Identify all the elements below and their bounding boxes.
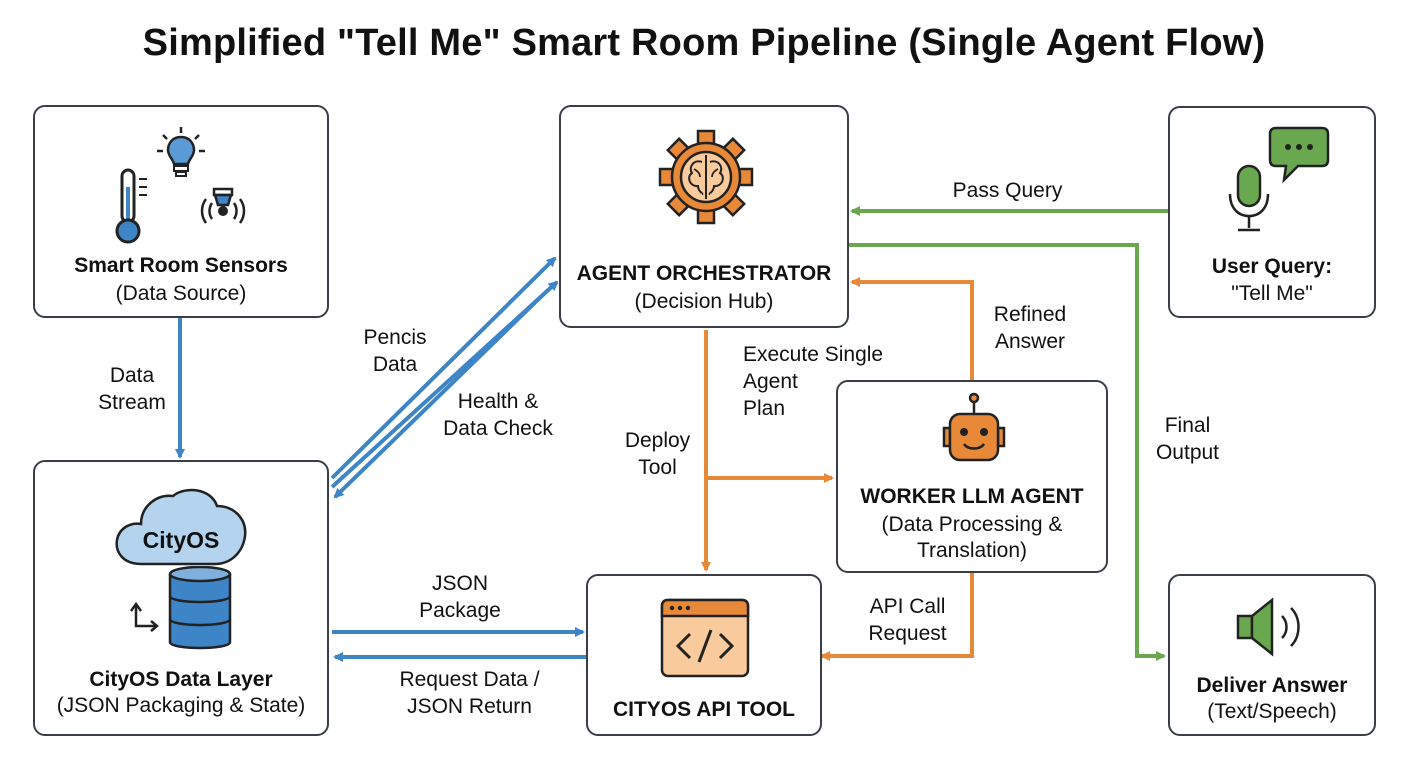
database-icon <box>130 566 232 650</box>
data-layer-title: CityOS Data Layer <box>89 668 273 691</box>
orchestrator-title: AGENT ORCHESTRATOR <box>576 262 832 285</box>
label-health-check: Health &Data Check <box>443 390 553 440</box>
thermometer-icon <box>115 168 147 244</box>
gear-brain-icon <box>658 129 754 225</box>
worker-subtitle-line2: Translation) <box>916 539 1028 562</box>
sensors-subtitle: (Data Source) <box>115 282 247 305</box>
deliver-subtitle: (Text/Speech) <box>1207 700 1337 723</box>
edge-api-call <box>820 573 974 661</box>
lightbulb-icon <box>157 127 205 177</box>
chat-bubble-icon <box>1268 126 1330 184</box>
robot-icon <box>942 392 1006 462</box>
orchestrator-subtitle: (Decision Hub) <box>634 290 774 313</box>
node-user-query[interactable]: User Query: "Tell Me" <box>1168 106 1376 318</box>
api-tool-title: CITYOS API TOOL <box>612 698 796 721</box>
microphone-icon <box>1228 164 1270 232</box>
speaker-icon <box>1236 597 1300 657</box>
worker-title: WORKER LLM AGENT <box>860 485 1084 508</box>
edge-refined-answer <box>850 277 974 380</box>
edge-pencis-data <box>330 256 557 480</box>
label-request-data: Request Data /JSON Return <box>399 668 540 718</box>
sensors-title: Smart Room Sensors <box>74 254 288 277</box>
motion-sensor-icon <box>200 187 246 224</box>
edge-final-output <box>849 243 1166 661</box>
code-window-icon <box>660 598 750 678</box>
node-cityos-data-layer[interactable]: CityOS CityOS Data Layer (JSON Packaging… <box>33 460 329 736</box>
edge-health-check <box>333 288 550 499</box>
node-agent-orchestrator[interactable]: AGENT ORCHESTRATOR (Decision Hub) <box>559 105 849 328</box>
user-query-subtitle: "Tell Me" <box>1231 282 1313 305</box>
node-cityos-api-tool[interactable]: CITYOS API TOOL <box>586 574 822 736</box>
data-layer-subtitle: (JSON Packaging & State) <box>56 694 306 717</box>
node-deliver-answer[interactable]: Deliver Answer (Text/Speech) <box>1168 574 1376 736</box>
label-pass-query: Pass Query <box>952 179 1063 202</box>
worker-subtitle-line1: (Data Processing & <box>881 513 1063 536</box>
user-query-title: User Query: <box>1211 255 1333 278</box>
cloud-icon <box>115 488 247 566</box>
cloud-label: CityOS <box>142 527 220 553</box>
diagram-title: Simplified "Tell Me" Smart Room Pipeline… <box>142 22 1266 64</box>
deliver-title: Deliver Answer <box>1196 674 1348 697</box>
node-smart-room-sensors[interactable]: Smart Room Sensors (Data Source) <box>33 105 329 318</box>
node-worker-llm-agent[interactable]: WORKER LLM AGENT (Data Processing & Tran… <box>836 380 1108 573</box>
